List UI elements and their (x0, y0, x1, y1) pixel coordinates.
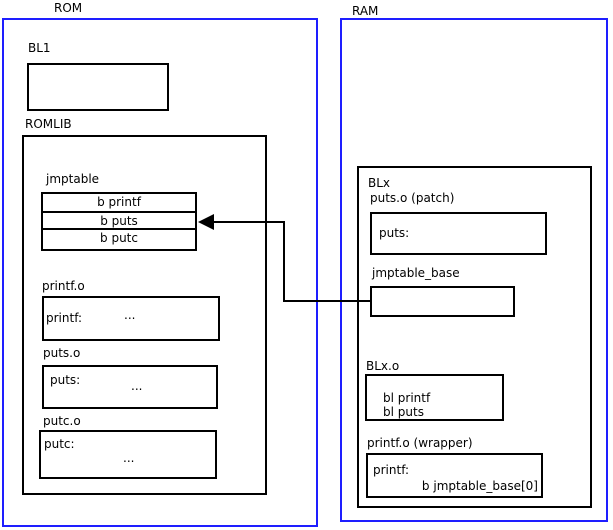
puts-patch-label: puts.o (patch) (370, 191, 455, 205)
jmptable-row-putc: b putc (43, 228, 195, 245)
bl1-box (27, 63, 169, 111)
rom-title: ROM (54, 1, 83, 15)
printf-wrapper-label: printf.o (wrapper) (367, 436, 473, 450)
printf-o-box: printf: ... (42, 296, 220, 341)
jmptable-label: jmptable (46, 172, 100, 186)
jmptable-row-printf: b printf (97, 195, 141, 209)
blx-o-line-printf: bl printf (383, 391, 431, 405)
romlib-label: ROMLIB (25, 117, 72, 131)
bl1-label: BL1 (28, 41, 51, 55)
putc-o-symbol: putc: (44, 437, 75, 451)
blx-o-label: BLx.o (366, 359, 400, 373)
blx-o-line-puts: bl puts (383, 405, 424, 419)
putc-o-box: putc: ... (39, 430, 217, 479)
printf-o-symbol: printf: (46, 311, 83, 325)
jmptable-box: b printf b puts b putc (41, 192, 197, 251)
puts-patch-symbol: puts: (379, 226, 410, 240)
puts-o-symbol: puts: (50, 373, 81, 387)
puts-patch-box: puts: (370, 212, 547, 255)
puts-o-ellipsis: ... (131, 379, 143, 393)
blx-o-box: bl printf bl puts (365, 374, 504, 421)
putc-o-label: putc.o (43, 414, 81, 428)
blx-box (357, 166, 592, 508)
blx-label: BLx (368, 176, 391, 190)
romlib-box (22, 135, 267, 495)
jmptable-base-box (370, 286, 515, 317)
printf-o-ellipsis: ... (124, 308, 136, 322)
puts-o-box: puts: ... (42, 365, 218, 409)
jmptable-base-label: jmptable_base (372, 266, 460, 280)
printf-wrapper-branch: b jmptable_base[0] (421, 479, 538, 493)
printf-wrapper-box: printf: b jmptable_base[0] (366, 453, 543, 498)
printf-wrapper-symbol: printf: (373, 463, 410, 477)
jmptable-row-puts: b puts (43, 211, 195, 228)
ram-title: RAM (352, 4, 379, 18)
putc-o-ellipsis: ... (123, 451, 135, 465)
printf-o-label: printf.o (42, 279, 85, 293)
puts-o-label: puts.o (43, 346, 81, 360)
